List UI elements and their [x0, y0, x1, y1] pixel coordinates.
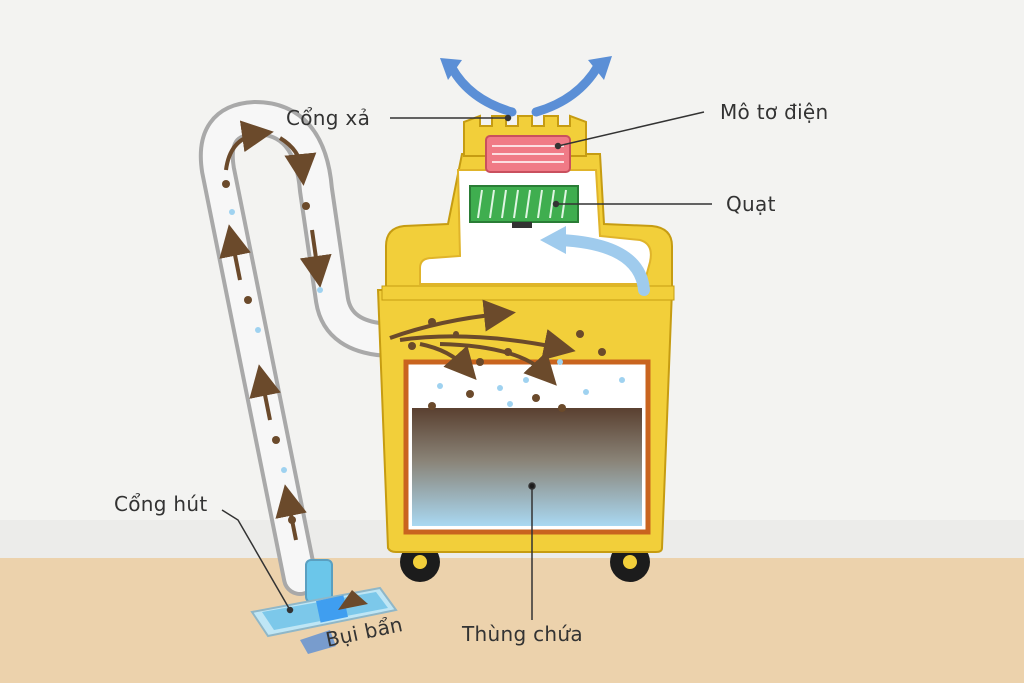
exhaust-airflow-arrows [447, 61, 603, 117]
hose-airflow-arrows [219, 120, 332, 541]
hose-particles [222, 180, 323, 524]
label-exhaust-port: Cổng xả [286, 106, 371, 130]
chamber-particles [408, 318, 625, 412]
leader-lines [221, 111, 712, 620]
floor [0, 558, 1024, 683]
label-container: Thùng chứa [462, 622, 583, 646]
tank-contents [412, 408, 642, 526]
label-electric-motor: Mô tơ điện [720, 100, 829, 124]
internal-airflow-arrow [540, 226, 650, 296]
label-fan: Quạt [726, 192, 776, 216]
label-suction-port: Cổng hút [114, 492, 208, 516]
floor-nozzle [250, 559, 398, 654]
vacuum-body [376, 114, 675, 582]
